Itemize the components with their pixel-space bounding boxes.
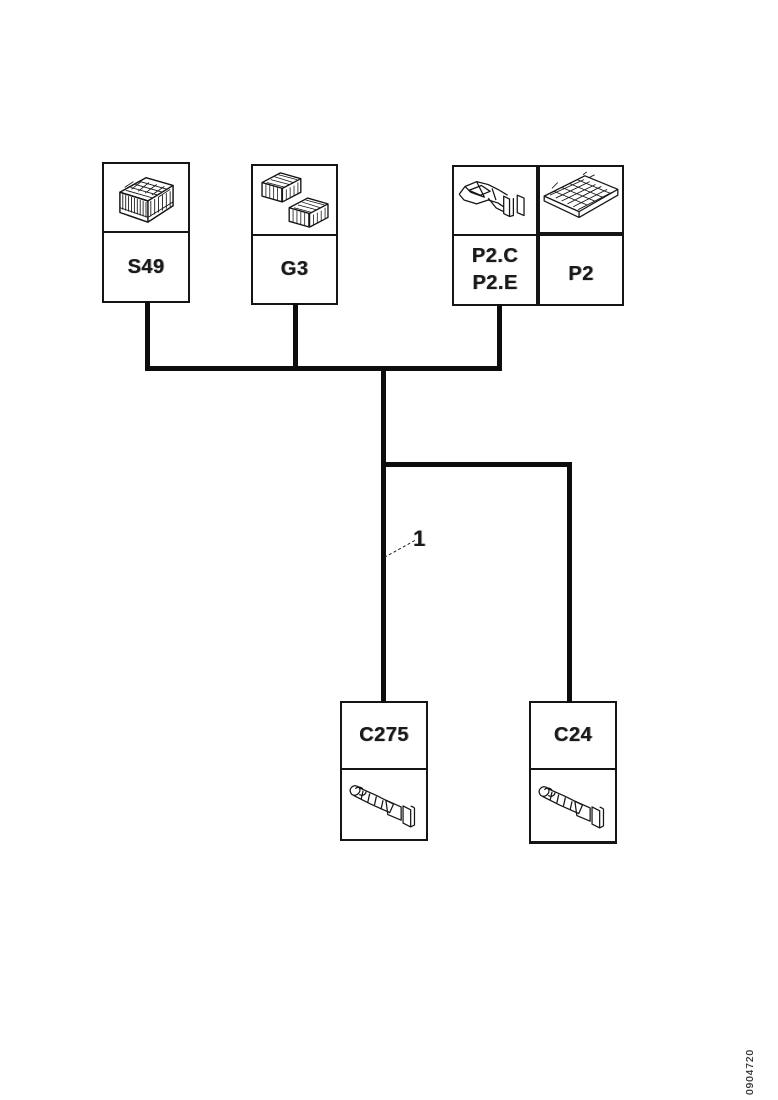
p2-label-cell: P2	[540, 236, 622, 304]
callout-label: 1	[413, 526, 426, 551]
c275-label-cell: C275	[342, 703, 426, 770]
s49-label: S49	[127, 255, 165, 278]
c24-label-cell: C24	[531, 703, 615, 770]
connector-box-s49: S49	[102, 162, 190, 303]
connector-box-p2c-p2e: P2.C P2.E	[452, 165, 538, 306]
s49-label-cell: S49	[104, 233, 188, 301]
connector-box-p2: P2	[538, 165, 624, 306]
c275-image-cell	[342, 770, 426, 839]
terminal-bracket-icon	[458, 180, 525, 217]
s49-image-cell	[104, 164, 188, 233]
wire-g3-drop	[293, 303, 298, 368]
figure-number: 0904720	[745, 1049, 756, 1095]
p2c-label-line1: P2.C	[471, 245, 519, 267]
p2e-label-line2: P2.E	[472, 272, 518, 294]
connector-box-c24: C24	[529, 701, 617, 844]
c24-label: C24	[553, 724, 593, 746]
connector-box-g3: G3	[251, 164, 338, 305]
cable-terminal-icon	[349, 784, 416, 828]
wire-p2c-drop	[497, 304, 502, 368]
wire-horizontal-bus	[145, 366, 502, 371]
p2-label: P2	[568, 262, 594, 285]
c24-image-cell	[531, 770, 615, 841]
cable-terminal-icon	[538, 785, 605, 829]
p2c-label-cell: P2.C P2.E	[454, 236, 536, 304]
g3-label: G3	[280, 258, 309, 280]
p2c-image-cell	[454, 167, 536, 236]
relay-pair-icon	[260, 172, 329, 228]
connector-array-icon	[543, 171, 619, 218]
c275-label: C275	[359, 724, 409, 746]
wire-drop-to-c24	[567, 462, 572, 703]
g3-label-cell: G3	[253, 236, 336, 303]
wire-branch-horizontal	[381, 462, 572, 467]
callout-leader-line	[384, 540, 416, 558]
g3-image-cell	[253, 166, 336, 236]
relay-block-icon	[119, 176, 174, 223]
p2-image-cell	[540, 167, 622, 236]
wire-s49-drop	[145, 301, 150, 368]
wire-trunk-to-c275	[381, 366, 386, 703]
p2c-p2e-label: P2.C P2.E	[472, 243, 518, 297]
connector-box-c275: C275	[340, 701, 428, 841]
